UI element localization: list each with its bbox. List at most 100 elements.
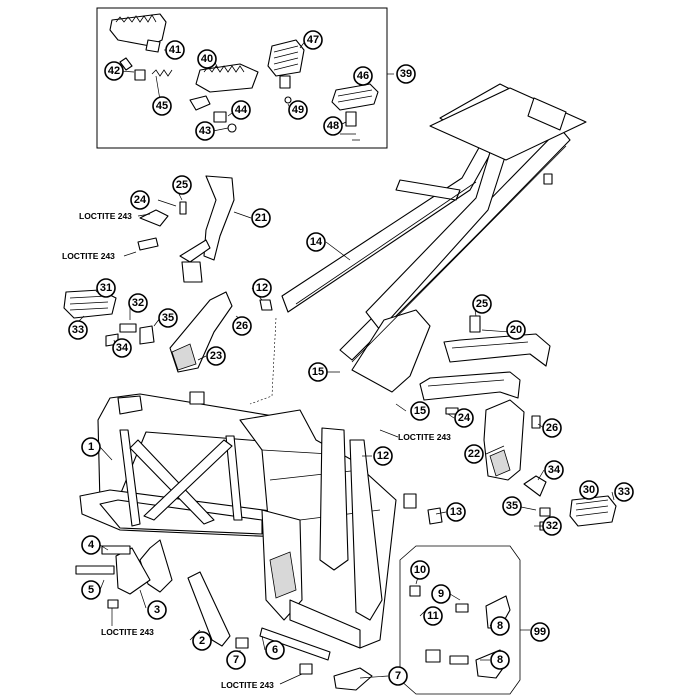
callout-32b: 32 <box>542 516 562 536</box>
svg-text:15: 15 <box>414 405 426 417</box>
callout-23: 23 <box>206 346 226 366</box>
svg-text:30: 30 <box>583 484 595 496</box>
svg-text:45: 45 <box>156 100 168 112</box>
callout-22: 22 <box>464 444 484 464</box>
callout-14: 14 <box>306 232 326 252</box>
svg-text:32: 32 <box>132 297 144 309</box>
callout-33a: 33 <box>68 320 88 340</box>
callout-6: 6 <box>265 640 285 660</box>
svg-text:22: 22 <box>468 448 480 460</box>
callout-26a: 26 <box>232 316 252 336</box>
rear-subframe-drawing <box>281 83 587 393</box>
brake-pedal-drawing <box>137 175 235 283</box>
callout-31: 31 <box>96 278 116 298</box>
footpeg-40-drawing <box>189 63 259 133</box>
callout-4: 4 <box>81 535 101 555</box>
callout-13: 13 <box>446 502 466 522</box>
footpeg-47-drawing <box>267 39 305 89</box>
svg-text:34: 34 <box>116 342 129 354</box>
svg-text:11: 11 <box>427 610 439 622</box>
svg-text:8: 8 <box>497 654 503 666</box>
svg-text:35: 35 <box>162 312 174 324</box>
svg-text:24: 24 <box>134 194 147 206</box>
callout-21: 21 <box>251 208 271 228</box>
svg-text:7: 7 <box>395 670 401 682</box>
callout-25a: 25 <box>172 175 192 195</box>
callout-34a: 34 <box>112 338 132 358</box>
svg-text:9: 9 <box>438 588 444 600</box>
callout-47: 47 <box>303 30 323 50</box>
svg-text:24: 24 <box>458 412 471 424</box>
callout-35a: 35 <box>158 308 178 328</box>
callout-41: 41 <box>165 40 185 60</box>
callout-40: 40 <box>197 49 217 69</box>
callout-99: 99 <box>530 622 550 642</box>
callout-34b: 34 <box>544 460 564 480</box>
svg-text:26: 26 <box>546 422 558 434</box>
loctite-leader <box>379 429 399 438</box>
callout-43: 43 <box>195 121 215 141</box>
svg-text:4: 4 <box>88 539 95 551</box>
svg-text:20: 20 <box>510 324 522 336</box>
svg-text:33: 33 <box>72 324 84 336</box>
svg-text:8: 8 <box>497 620 503 632</box>
callout-10: 10 <box>410 560 430 580</box>
callout-44: 44 <box>231 100 251 120</box>
loctite-leader <box>137 213 151 217</box>
loctite-note-frame: LOCTITE 243 <box>398 432 451 442</box>
svg-text:15: 15 <box>312 366 324 378</box>
loctite-note-brake-pedal: LOCTITE 243 <box>79 211 132 221</box>
callout-48: 48 <box>323 116 343 136</box>
callout-5: 5 <box>81 580 101 600</box>
callout-25b: 25 <box>472 294 492 314</box>
callout-3: 3 <box>147 600 167 620</box>
svg-text:43: 43 <box>199 125 211 137</box>
callout-45: 45 <box>152 96 172 116</box>
callout-33b: 33 <box>614 482 634 502</box>
footpeg-kit-box <box>96 7 394 149</box>
svg-text:49: 49 <box>292 104 304 116</box>
svg-text:47: 47 <box>307 34 319 46</box>
callout-11: 11 <box>423 606 443 626</box>
callout-24b: 24 <box>454 408 474 428</box>
svg-text:13: 13 <box>450 506 462 518</box>
footpeg-46-drawing <box>331 83 379 127</box>
callout-49: 49 <box>288 100 308 120</box>
callout-46: 46 <box>353 66 373 86</box>
svg-text:26: 26 <box>236 320 248 332</box>
footpeg-bracket-22-drawing <box>445 399 541 481</box>
callout-42: 42 <box>104 61 124 81</box>
callout-7b: 7 <box>388 666 408 686</box>
svg-text:34: 34 <box>548 464 561 476</box>
callout-12b: 12 <box>252 278 272 298</box>
svg-text:5: 5 <box>88 584 94 596</box>
svg-text:46: 46 <box>357 70 369 82</box>
callout-15b: 15 <box>410 401 430 421</box>
svg-text:2: 2 <box>199 635 205 647</box>
pin-48-drawing <box>340 133 360 141</box>
side-bracket-20-drawing <box>419 315 551 401</box>
callout-20: 20 <box>506 320 526 340</box>
callout-2: 2 <box>192 631 212 651</box>
pin-42-drawing <box>119 57 146 81</box>
callout-39: 39 <box>396 64 416 84</box>
callout-8a: 8 <box>490 616 510 636</box>
svg-text:1: 1 <box>88 441 94 453</box>
svg-text:48: 48 <box>327 120 339 132</box>
callout-26b: 26 <box>542 418 562 438</box>
svg-text:44: 44 <box>235 104 248 116</box>
callout-24a: 24 <box>130 190 150 210</box>
svg-text:10: 10 <box>414 564 426 576</box>
main-frame-drawing <box>79 317 443 649</box>
callout-12a: 12 <box>373 446 393 466</box>
callout-30: 30 <box>579 480 599 500</box>
callout-15a: 15 <box>308 362 328 382</box>
svg-text:39: 39 <box>400 68 412 80</box>
svg-text:99: 99 <box>534 626 546 638</box>
side-stand-drawing <box>75 539 373 691</box>
svg-text:25: 25 <box>176 179 188 191</box>
svg-text:33: 33 <box>618 486 630 498</box>
callout-8b: 8 <box>490 650 510 670</box>
loctite-note-side-stand: LOCTITE 243 <box>101 627 154 637</box>
